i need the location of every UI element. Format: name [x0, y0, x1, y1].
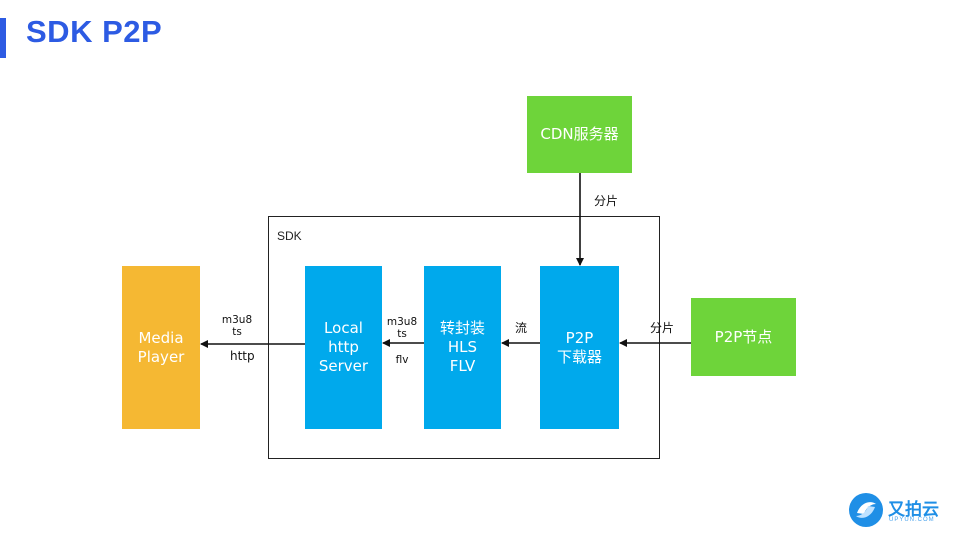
title-accent-bar [0, 18, 6, 58]
edge-label-remux-flv: flv [395, 354, 409, 366]
media-player-label-line2: Player [137, 347, 185, 366]
edge-label-http: http [230, 349, 255, 363]
upyun-logo-icon [849, 493, 883, 527]
edge-label-player-ts: ts [232, 326, 242, 338]
edge-label-remux-m3u8: m3u8 [386, 316, 418, 328]
sdk-boundary-label: SDK [277, 229, 302, 243]
remux-node: 转封装 HLS FLV [424, 266, 501, 429]
local-server-label-line3: Server [318, 357, 369, 375]
logo-wordmark: 又拍云 [888, 500, 939, 520]
p2p-downloader-label-line1: P2P [565, 328, 594, 347]
media-player-label-line1: Media [138, 328, 184, 347]
page-title: SDK P2P [26, 14, 163, 49]
edge-label-remux-ts: ts [397, 328, 407, 340]
edge-label-cdn-shard: 分片 [594, 194, 619, 208]
logo-domain: UPYUN.COM [889, 517, 935, 523]
local-http-server-node: Local http Server [305, 266, 382, 429]
sdk-boundary [268, 216, 660, 459]
p2p-downloader-node: P2P 下载器 [540, 266, 619, 429]
p2p-downloader-label-line2: 下载器 [556, 347, 602, 366]
edge-label-player-formats: m3u8 ts [220, 314, 254, 338]
remux-label-line3: FLV [449, 357, 476, 375]
edge-label-player-m3u8: m3u8 [221, 314, 253, 326]
edge-label-stream: 流 [515, 321, 528, 335]
p2p-peer-node: P2P节点 [691, 298, 796, 376]
cdn-server-label: CDN服务器 [540, 125, 619, 143]
cdn-server-node: CDN服务器 [527, 96, 632, 173]
edge-label-remux-formats: m3u8 ts [386, 316, 418, 340]
edge-label-peer-shard: 分片 [650, 321, 675, 335]
p2p-peer-label: P2P节点 [714, 327, 773, 346]
media-player-node: Media Player [122, 266, 200, 429]
remux-label-line1: 转封装 [439, 319, 485, 337]
remux-label-line2: HLS [447, 338, 478, 356]
local-server-label-line1: Local [324, 319, 363, 337]
local-server-label-line2: http [328, 338, 359, 356]
